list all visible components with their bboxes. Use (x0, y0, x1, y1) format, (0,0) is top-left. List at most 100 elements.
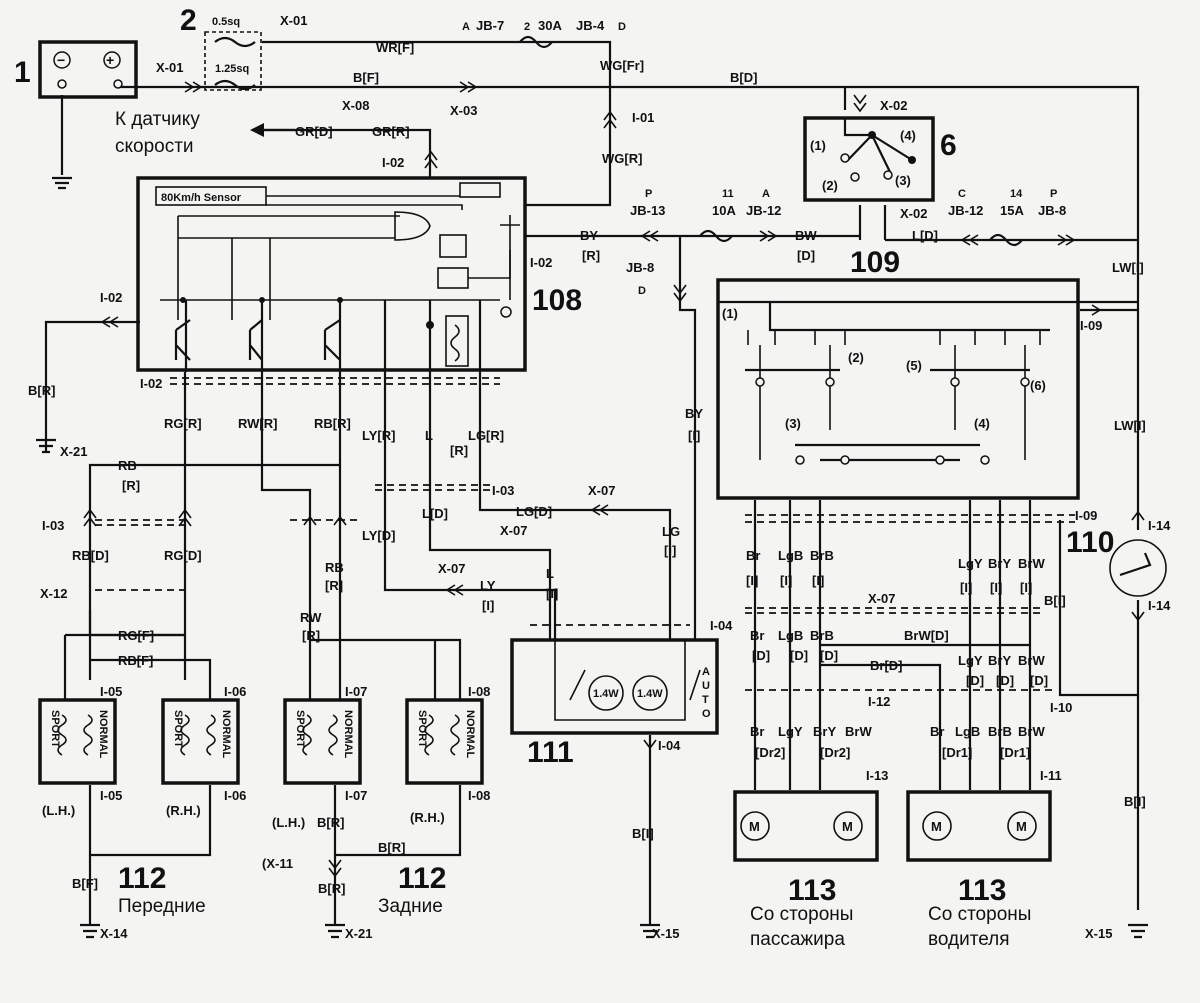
svg-text:O: O (702, 708, 711, 720)
svg-text:I-07: I-07 (345, 788, 367, 803)
svg-text:(2): (2) (822, 178, 838, 193)
svg-text:[D]: [D] (797, 248, 815, 263)
svg-text:1.4W: 1.4W (593, 688, 619, 700)
svg-text:RG[D]: RG[D] (164, 548, 202, 563)
svg-text:M: M (1016, 819, 1027, 834)
svg-text:M: M (842, 819, 853, 834)
svg-text:Br: Br (750, 724, 764, 739)
svg-text:I-11: I-11 (1040, 768, 1062, 783)
svg-text:Br: Br (930, 724, 944, 739)
svg-text:B[D]: B[D] (730, 70, 757, 85)
svg-text:0.5sq: 0.5sq (212, 16, 240, 28)
svg-text:B[I]: B[I] (1044, 593, 1066, 608)
svg-text:[I]: [I] (1020, 580, 1032, 595)
svg-text:1.25sq: 1.25sq (215, 63, 249, 75)
component-number: 1 (14, 56, 31, 89)
svg-text:LW[I]: LW[I] (1114, 418, 1146, 433)
svg-text:X-02: X-02 (900, 206, 927, 221)
svg-text:[D]: [D] (1030, 673, 1048, 688)
svg-text:(4): (4) (900, 128, 916, 143)
svg-text:(1): (1) (810, 138, 826, 153)
svg-text:15A: 15A (1000, 203, 1024, 218)
svg-text:X-21: X-21 (60, 444, 87, 459)
svg-text:LgB: LgB (955, 724, 980, 739)
svg-text:I-05: I-05 (100, 684, 122, 699)
svg-text:BW: BW (795, 228, 817, 243)
component-number: 112 (118, 862, 166, 895)
svg-text:SPORT: SPORT (49, 710, 61, 748)
ground-icons (36, 438, 1148, 939)
svg-text:BY: BY (580, 228, 598, 243)
svg-text:X-07: X-07 (868, 591, 895, 606)
svg-text:X-07: X-07 (588, 483, 615, 498)
svg-text:P: P (1050, 188, 1057, 200)
svg-text:I-04: I-04 (710, 618, 733, 633)
svg-text:X-21: X-21 (345, 926, 372, 941)
svg-text:[I]: [I] (780, 573, 792, 588)
component-number: 2 (180, 4, 197, 37)
svg-text:[I]: [I] (960, 580, 972, 595)
svg-text:[R]: [R] (122, 478, 140, 493)
svg-text:[D]: [D] (820, 648, 838, 663)
svg-text:T: T (702, 694, 709, 706)
svg-text:JB-4: JB-4 (576, 18, 605, 33)
svg-text:X-01: X-01 (280, 13, 307, 28)
svg-text:[D]: [D] (790, 648, 808, 663)
caption: пассажира (750, 929, 845, 950)
svg-text:WR[F]: WR[F] (376, 40, 414, 55)
svg-text:SPORT: SPORT (294, 710, 306, 748)
fuse-labels: A JB-7 2 30A JB-4 D P JB-13 11 10A A JB-… (462, 18, 1066, 297)
component-number: 112 (398, 862, 446, 895)
svg-text:RB: RB (118, 458, 137, 473)
svg-text:I-04: I-04 (658, 738, 681, 753)
svg-text:NORMAL: NORMAL (97, 710, 109, 759)
panel-111: 1.4W 1.4W A U T O 111 (510, 638, 719, 769)
svg-text:BrY: BrY (988, 556, 1011, 571)
svg-text:80Km/h Sensor: 80Km/h Sensor (161, 192, 242, 204)
svg-text:Br: Br (746, 548, 760, 563)
component-number: 111 (527, 736, 574, 769)
svg-text:(4): (4) (974, 416, 990, 431)
svg-text:I-05: I-05 (100, 788, 122, 803)
caption: Задние (378, 896, 443, 917)
svg-text:LG[R]: LG[R] (468, 428, 504, 443)
battery-1: − + 1 (14, 40, 138, 99)
svg-text:(L.H.): (L.H.) (42, 803, 75, 818)
svg-text:B[R]: B[R] (28, 383, 55, 398)
caption: скорости (115, 136, 194, 157)
svg-text:RW: RW (300, 610, 322, 625)
svg-text:P: P (645, 188, 652, 200)
component-number: 109 (850, 246, 900, 279)
svg-text:NORMAL: NORMAL (464, 710, 476, 759)
damper-front-lh: SPORT NORMAL (38, 698, 117, 785)
svg-text:1.4W: 1.4W (637, 688, 663, 700)
svg-text:X-03: X-03 (450, 103, 477, 118)
svg-text:[Dr1]: [Dr1] (1000, 745, 1030, 760)
motors-113-passenger: M M (733, 790, 879, 862)
svg-text:11: 11 (722, 188, 734, 200)
svg-text:RB: RB (325, 560, 344, 575)
svg-text:LgY: LgY (958, 653, 983, 668)
shield-lines (95, 377, 1075, 691)
component-number: 6 (940, 129, 957, 162)
damper-rear-lh: SPORT NORMAL (283, 698, 362, 785)
svg-text:[I]: [I] (482, 598, 494, 613)
svg-text:A: A (702, 666, 710, 678)
fusible-link-2: 2 0.5sq 1.25sq (180, 4, 262, 91)
svg-text:M: M (749, 819, 760, 834)
svg-text:B[I]: B[I] (1124, 794, 1146, 809)
wire-labels: WR[F] B[F] WG[Fr] B[D] GR[D] GR[R] WG[R]… (28, 40, 1146, 896)
svg-text:LY[R]: LY[R] (362, 428, 395, 443)
svg-text:BrW: BrW (1018, 724, 1045, 739)
svg-text:X-01: X-01 (156, 60, 183, 75)
svg-text:RW[R]: RW[R] (238, 416, 277, 431)
caption: Передние (118, 896, 206, 917)
svg-text:(3): (3) (785, 416, 801, 431)
svg-text:D: D (618, 21, 626, 33)
svg-text:NORMAL: NORMAL (342, 710, 354, 759)
mode-switch-109: (1) (2) (3) (4) (5) (6) 109 (716, 246, 1138, 500)
svg-text:LG[D]: LG[D] (516, 504, 552, 519)
svg-text:[R]: [R] (302, 628, 320, 643)
svg-text:I-01: I-01 (632, 110, 654, 125)
svg-text:−: − (57, 52, 65, 68)
